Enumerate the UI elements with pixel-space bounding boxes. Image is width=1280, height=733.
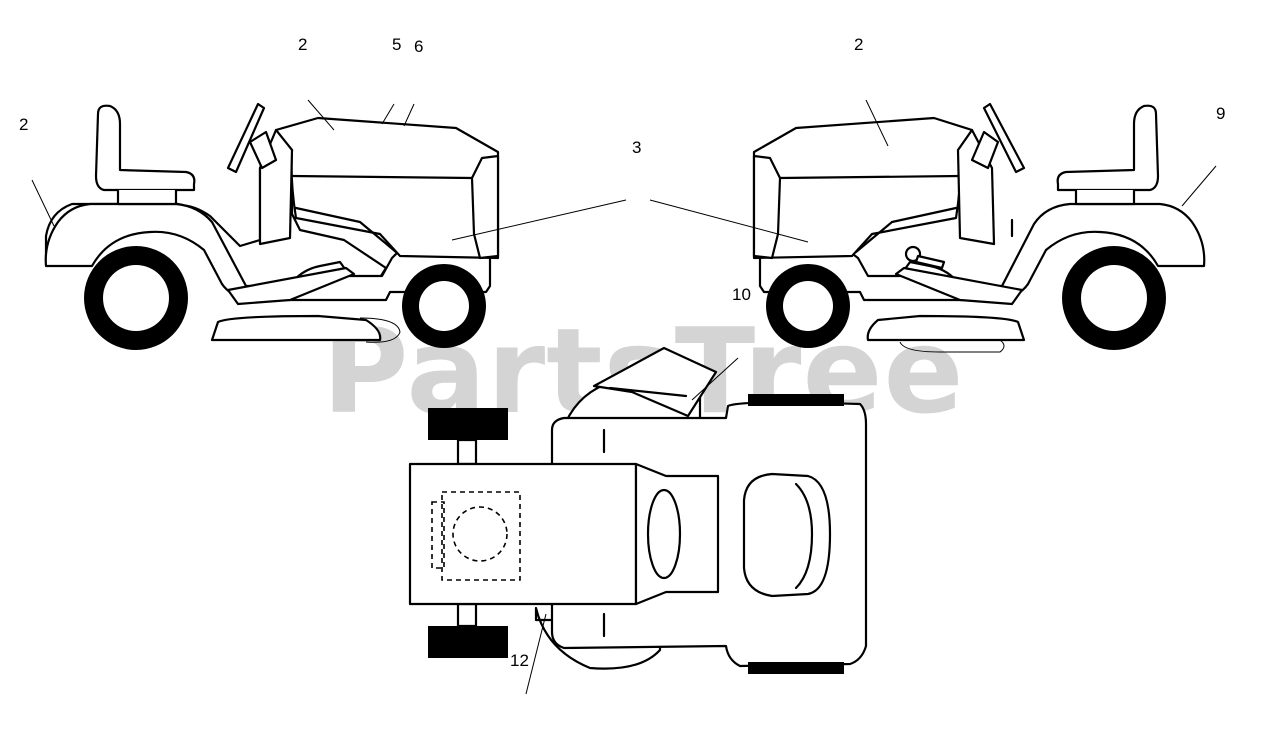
right-seat — [1056, 104, 1160, 192]
leader-3-left — [451, 199, 627, 241]
top-chute-line — [608, 386, 688, 398]
top-axle-lower — [456, 602, 478, 628]
right-steering-column — [970, 130, 1000, 170]
callout-6: 6 — [414, 37, 423, 56]
left-hood-lower — [294, 206, 398, 254]
top-rear-wheel-lower — [748, 662, 844, 674]
tractor-left-side-view — [44, 102, 500, 350]
leader-6 — [403, 103, 415, 127]
callout-2-hood-left: 2 — [298, 35, 307, 54]
top-rear-wheel-upper — [748, 394, 844, 406]
leader-9 — [1181, 165, 1217, 207]
left-steering-column — [248, 130, 278, 170]
left-seat-post — [116, 190, 178, 206]
callout-3: 3 — [632, 138, 641, 157]
right-deck-chute — [899, 339, 1005, 353]
callout-labels: 2 2 5 6 2 3 9 10 12 — [19, 35, 1225, 670]
top-front-wheel-lower — [428, 626, 508, 658]
right-hood — [752, 116, 974, 260]
tractor-right-side-view — [752, 102, 1206, 353]
top-seat — [742, 472, 832, 598]
left-mower-deck — [210, 314, 382, 342]
right-mower-deck — [866, 314, 1026, 342]
callout-10: 10 — [732, 285, 751, 304]
left-footrest — [226, 266, 356, 306]
top-discharge-chute — [592, 346, 718, 418]
leader-2-hood-right — [865, 99, 889, 147]
right-rear-wheel-hub — [1081, 265, 1147, 331]
left-steering-wheel — [226, 102, 266, 174]
right-front-wheel-hub — [783, 281, 833, 331]
leader-12 — [525, 613, 547, 695]
right-hood-lower — [854, 206, 958, 254]
top-engine-side — [431, 501, 445, 569]
callout-9: 9 — [1216, 104, 1225, 123]
top-engine-fan — [452, 506, 508, 562]
leader-5 — [381, 103, 395, 125]
top-hood — [408, 462, 638, 606]
leader-10 — [691, 357, 739, 401]
left-rear-wheel-hub — [103, 265, 169, 331]
callout-2-hood-right: 2 — [854, 35, 863, 54]
right-seat-post — [1074, 190, 1136, 206]
right-lever — [914, 254, 946, 270]
top-axle-upper — [456, 438, 478, 466]
callout-5: 5 — [392, 35, 401, 54]
leader-lines — [31, 99, 1217, 695]
top-engine-outline — [441, 491, 521, 581]
callout-2-rear-left: 2 — [19, 115, 28, 134]
top-seat-back — [794, 482, 814, 590]
top-front-wheel-upper — [428, 408, 508, 440]
left-deck-chute — [359, 317, 401, 343]
leader-2-left — [31, 179, 55, 227]
leader-2-hood-left — [307, 99, 335, 131]
callout-12: 12 — [510, 651, 529, 670]
right-steering-wheel — [982, 102, 1026, 174]
left-front-wheel-hub — [419, 281, 469, 331]
left-hood-grill — [470, 154, 500, 260]
top-steering-wheel — [646, 488, 682, 580]
left-seat — [94, 104, 196, 192]
leader-3-right — [649, 199, 809, 243]
right-footrest — [894, 266, 1024, 306]
left-fender-shell — [44, 202, 492, 302]
right-hood-grill — [752, 154, 782, 260]
tractor-top-view — [408, 346, 868, 674]
